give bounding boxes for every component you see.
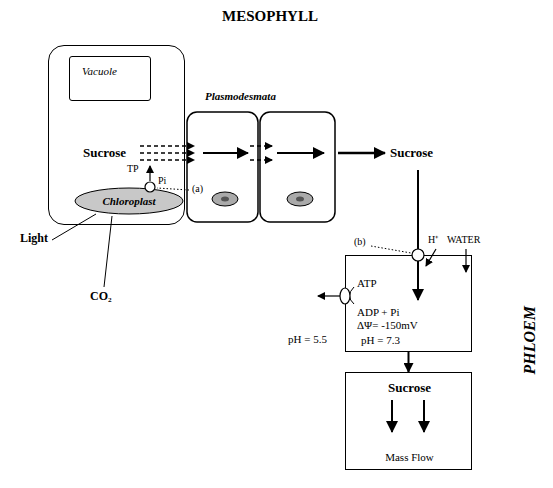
node-text: PHLOEM: [521, 306, 539, 374]
companion-cell: [187, 112, 258, 222]
metabolite-label: Pi: [158, 175, 166, 187]
node-text: Sucrose: [83, 146, 126, 161]
nucleus: [287, 192, 313, 206]
water-arrow: [465, 249, 466, 272]
nucleus: [212, 192, 238, 206]
phloem-upper-compartment: ATP ADP + PiΔΨ= -150mV pH = 7.3: [345, 255, 472, 352]
node-text: ΔΨ= -150mV: [357, 319, 418, 332]
export-arrow: [149, 166, 150, 181]
node-text: Vacuole: [82, 65, 117, 78]
mass-flow-arrow: [423, 400, 425, 432]
metabolite-label: Sucrose: [390, 146, 433, 161]
leader-line: [52, 214, 96, 240]
node-text: Sucrose: [388, 381, 431, 396]
flow-arrow: [277, 152, 324, 154]
mass-flow-arrow: [391, 400, 393, 432]
flow-arrow: [250, 145, 272, 146]
atp-arc: [350, 287, 355, 304]
title: MESOPHYLL: [222, 8, 318, 25]
mesophyll-cell: Sucrose VacuoleChloroplast: [48, 45, 185, 225]
node-text: Chloroplast: [102, 195, 155, 208]
flow-arrow: [140, 145, 194, 146]
ph-label: pH = 5.5: [288, 333, 327, 346]
flow-arrow: [203, 152, 248, 154]
chloroplast-shape: [75, 188, 183, 214]
phloem-lower-compartment: SucroseMass Flow: [345, 372, 472, 470]
proton-arrow: [426, 249, 436, 266]
flow-arrow: [338, 152, 385, 155]
chloroplast-ellipse: Chloroplast: [74, 187, 184, 215]
flow-arrow: [408, 352, 410, 372]
leader-line: [104, 216, 112, 287]
input-label: Light: [20, 232, 48, 246]
flow-arrow: [140, 152, 194, 153]
callout-letter: (a): [192, 183, 203, 195]
node-text: pH = 7.3: [361, 334, 400, 347]
pump-arrow: [318, 295, 340, 296]
metabolite-label: TP: [127, 163, 139, 175]
ion-label: H⁺: [428, 234, 438, 246]
node-text: ADP + Pi: [357, 306, 399, 319]
flow-label: WATER: [447, 234, 480, 246]
phloem-region: PHLOEMATPADP + PiΔΨ= -150mVpH = 7.3Sucro…: [345, 255, 472, 470]
vacuole-box: Vacuole: [69, 56, 151, 101]
callout-letter: (b): [354, 236, 366, 248]
flow-arrow: [250, 159, 272, 160]
companion-cell: [260, 112, 335, 222]
flow-arrow: [417, 170, 419, 300]
region-label: Plasmodesmata: [205, 90, 276, 103]
nucleolus: [221, 197, 229, 202]
node-text: Mass Flow: [385, 451, 434, 464]
nucleolus: [296, 197, 304, 202]
leader-line: [371, 246, 411, 253]
input-label: CO₂: [90, 290, 112, 304]
flow-arrow: [140, 159, 194, 160]
node-text: ATP: [357, 277, 377, 290]
